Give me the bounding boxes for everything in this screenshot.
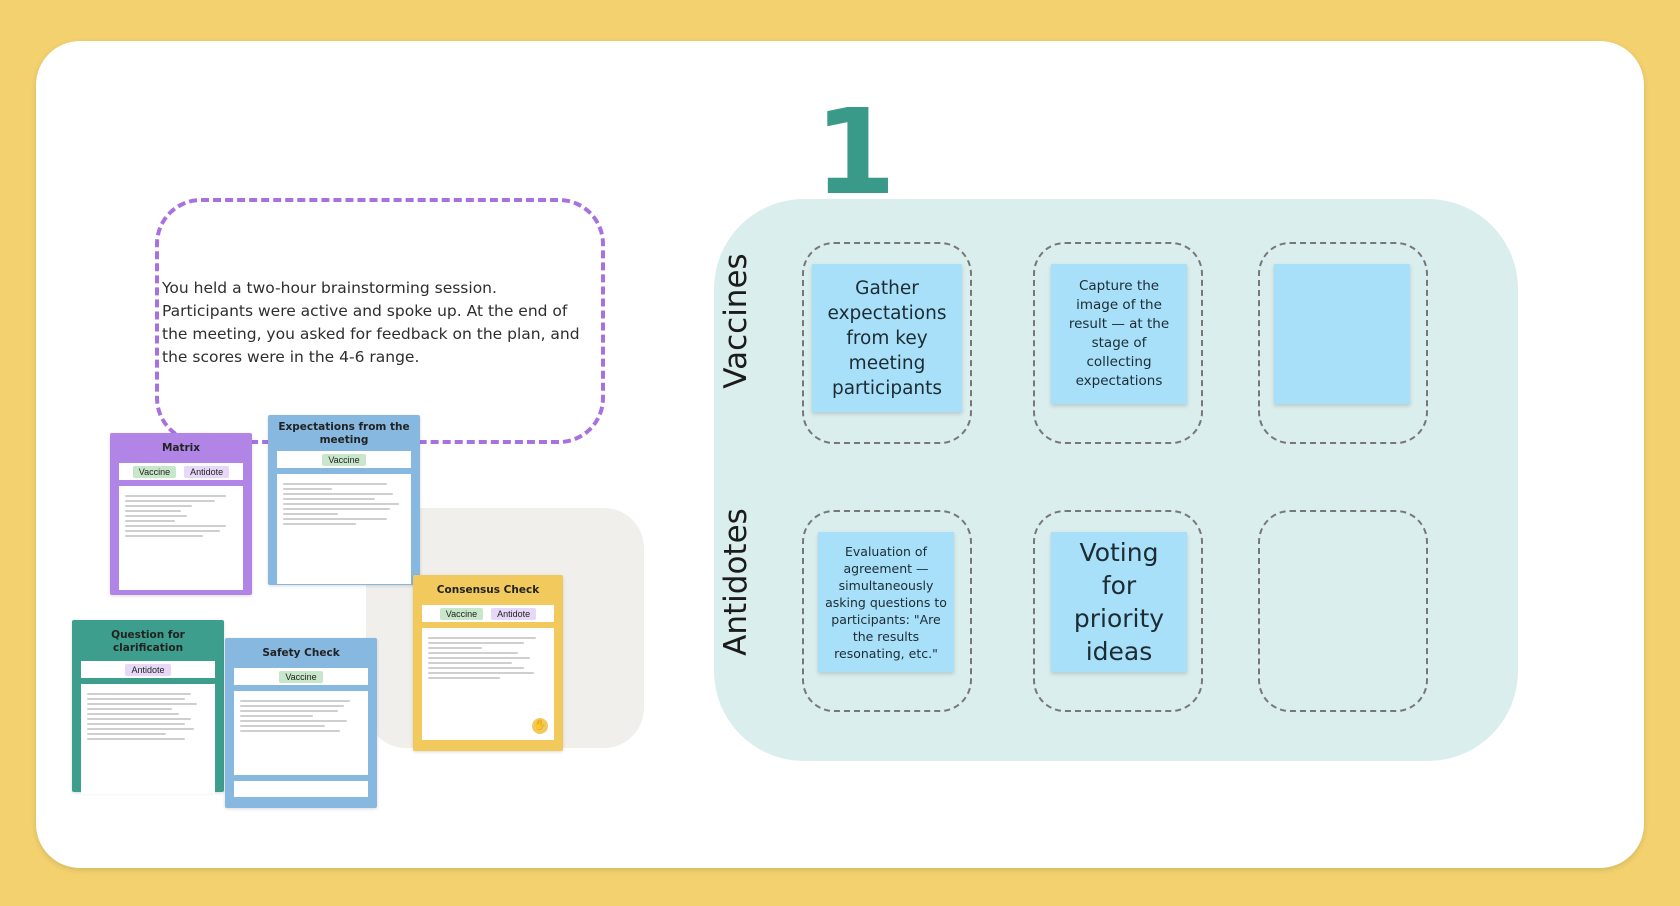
- vaccine-sticky-2[interactable]: Capture the image of the result — at the…: [1051, 264, 1187, 404]
- vaccine-slot-3[interactable]: [1258, 242, 1428, 444]
- matrix-card[interactable]: Matrix Vaccine Antidote: [110, 433, 252, 595]
- question-card[interactable]: Question for clarification Antidote: [72, 620, 224, 794]
- row-label-vaccines: Vaccines: [718, 253, 754, 389]
- safety-check-card-footer: [234, 781, 368, 797]
- row-label-antidotes: Antidotes: [718, 508, 754, 656]
- vaccine-slot-2[interactable]: [1033, 242, 1203, 444]
- question-card-tags: Antidote: [81, 661, 215, 678]
- antidote-sticky-1-text: Evaluation of agreement — simultaneously…: [825, 543, 947, 661]
- matrix-card-body: [119, 486, 243, 590]
- question-card-title: Question for clarification: [111, 629, 185, 654]
- consensus-check-card-title: Consensus Check: [436, 584, 540, 596]
- vaccine-tag: Vaccine: [132, 465, 177, 478]
- vaccine-sticky-1[interactable]: Gather expectations from key meeting par…: [812, 264, 962, 412]
- expectations-card-body: [277, 474, 411, 584]
- safety-check-card-tags: Vaccine: [234, 668, 368, 685]
- antidote-slot-2[interactable]: [1033, 510, 1203, 712]
- expectations-card-title: Expectations from the meeting: [278, 421, 410, 446]
- safety-check-card-title: Safety Check: [262, 647, 340, 659]
- scenario-text[interactable]: You held a two-hour brainstorming sessio…: [162, 279, 580, 366]
- thumbs-icon: ✋: [532, 718, 548, 734]
- question-card-body: [81, 684, 215, 794]
- vaccine-slot-1[interactable]: [802, 242, 972, 444]
- antidote-sticky-2-text: Voting for priority ideas: [1073, 538, 1165, 666]
- consensus-check-card[interactable]: Consensus Check Vaccine Antidote ✋: [413, 575, 563, 751]
- vaccine-tag: Vaccine: [322, 453, 366, 466]
- vaccine-sticky-3[interactable]: [1274, 264, 1410, 404]
- consensus-check-card-tags: Vaccine Antidote: [422, 605, 554, 622]
- expectations-card[interactable]: Expectations from the meeting Vaccine: [268, 415, 420, 585]
- vaccine-tag: Vaccine: [279, 670, 323, 683]
- safety-check-card-body: [234, 691, 368, 775]
- vaccine-sticky-1-text: Gather expectations from key meeting par…: [827, 277, 947, 399]
- vaccine-sticky-2-text: Capture the image of the result — at the…: [1068, 278, 1170, 389]
- step-number: 1: [813, 83, 896, 221]
- antidote-sticky-1[interactable]: Evaluation of agreement — simultaneously…: [818, 532, 954, 672]
- antidote-tag: Antidote: [491, 607, 537, 620]
- antidote-tag: Antidote: [184, 465, 230, 478]
- matrix-card-tags: Vaccine Antidote: [119, 463, 243, 480]
- antidote-slot-1[interactable]: [802, 510, 972, 712]
- whiteboard: 1 You held a two-hour brainstorming sess…: [36, 41, 1644, 868]
- consensus-check-card-body: ✋: [422, 628, 554, 740]
- safety-check-card[interactable]: Safety Check Vaccine: [225, 638, 377, 808]
- matrix-card-title: Matrix: [161, 442, 201, 454]
- antidote-sticky-2[interactable]: Voting for priority ideas: [1051, 532, 1187, 672]
- vaccine-tag: Vaccine: [439, 607, 484, 620]
- antidote-tag: Antidote: [125, 663, 171, 676]
- expectations-card-tags: Vaccine: [277, 451, 411, 468]
- antidote-slot-3[interactable]: [1258, 510, 1428, 712]
